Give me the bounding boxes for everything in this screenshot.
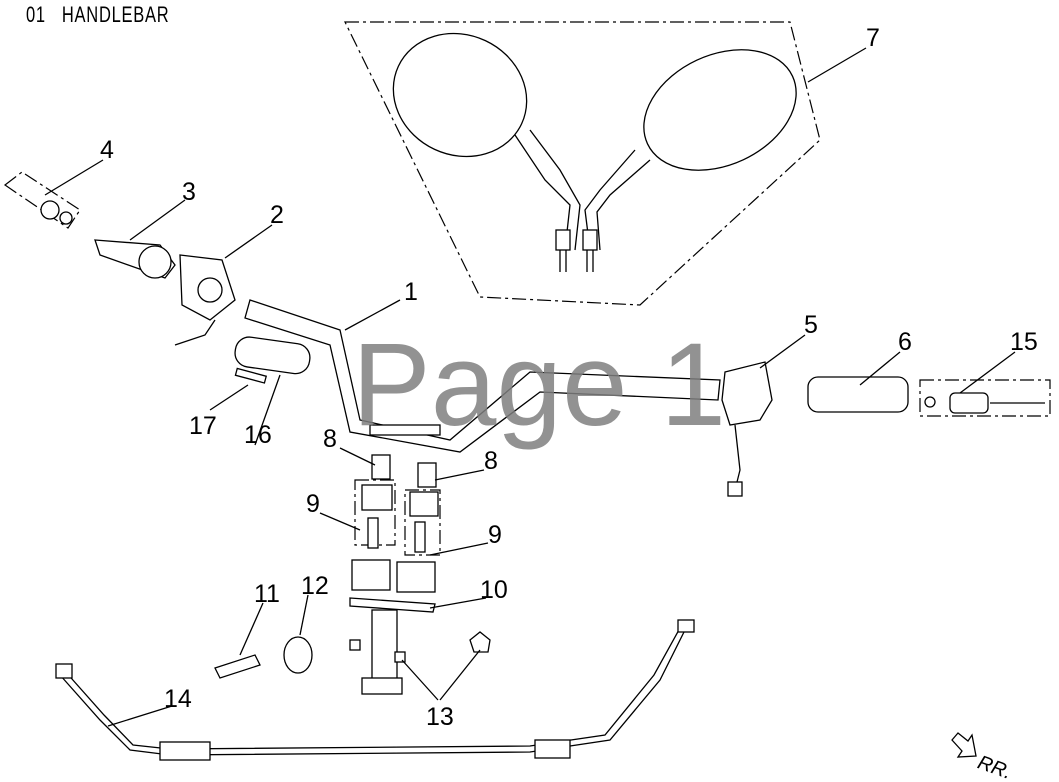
left-parts: [3, 171, 311, 384]
callout-6: 6: [898, 328, 912, 356]
callout-3: 3: [182, 178, 196, 206]
callout-4: 4: [100, 136, 114, 164]
throttle-cable: [55, 619, 695, 761]
page-watermark: Page 1: [352, 319, 726, 451]
callout-9: 9: [306, 490, 320, 518]
callout-11: 11: [254, 580, 280, 608]
callout-5: 5: [804, 311, 818, 339]
leader-lines: [44, 47, 1016, 727]
right-parts: [721, 361, 1051, 497]
callout-7: 7: [866, 24, 880, 52]
callout-2: 2: [270, 201, 284, 229]
callout-8: 8: [484, 447, 498, 475]
callout-8: 8: [323, 425, 337, 453]
clamp-parts: [214, 454, 491, 695]
callout-14: 14: [164, 685, 192, 713]
direction-label: RR.: [975, 751, 1015, 782]
handlebar: [244, 299, 721, 453]
callout-12: 12: [301, 572, 329, 600]
callout-9: 9: [488, 521, 502, 549]
callout-17: 17: [189, 412, 217, 440]
callout-1: 1: [404, 278, 418, 306]
callout-16: 16: [244, 421, 272, 449]
callout-13: 13: [426, 703, 454, 731]
diagram-title: 01 HANDLEBAR: [26, 2, 170, 27]
direction-arrow-icon: [951, 732, 977, 758]
callout-15: 15: [1010, 328, 1038, 356]
mirror-assembly: [344, 21, 821, 306]
callout-10: 10: [480, 576, 508, 604]
